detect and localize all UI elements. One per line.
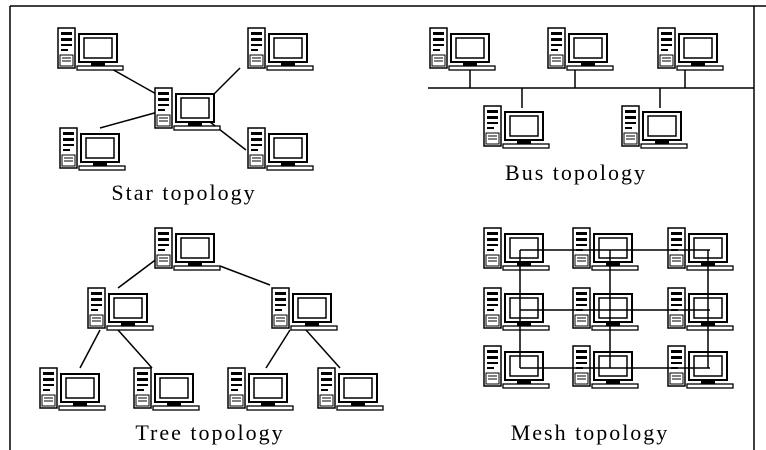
computer-icon [133,367,200,411]
computer-icon [667,227,734,271]
computer-icon [59,127,126,171]
computer-icon [483,287,550,331]
computer-icon [483,227,550,271]
computer-icon [429,27,496,71]
bus-topology-caption: Bus topology [505,160,647,185]
tree-links [79,257,341,369]
computer-icon [483,345,550,389]
computer-icon [57,27,124,71]
computer-icon [572,345,639,389]
computer-icon [87,287,154,331]
mesh-topology-caption: Mesh topology [511,420,670,445]
star-topology: Star topology [57,27,314,205]
computer-icon [483,105,550,149]
computer-icon [247,127,314,171]
tree-topology-caption: Tree topology [135,420,284,445]
frame-border [9,5,766,450]
tree-topology: Tree topology [39,227,384,445]
star-links [99,67,247,151]
computer-icon [657,27,724,71]
computer-icon [572,287,639,331]
mesh-topology: Mesh topology [483,227,734,445]
computer-icon [621,105,688,149]
computer-icon [547,27,614,71]
star-topology-caption: Star topology [111,180,256,205]
computer-icon [667,345,734,389]
computer-icon [154,87,221,131]
bus-topology: Bus topology [428,27,754,185]
computer-icon [39,367,106,411]
computer-icon [667,287,734,331]
computer-icon [271,287,338,331]
computer-icon [154,227,221,271]
computer-icon [572,227,639,271]
computer-icon [227,367,294,411]
computer-icon [317,367,384,411]
mesh-links [519,249,710,369]
computer-icon [247,27,314,71]
bus-backbone [428,70,754,108]
